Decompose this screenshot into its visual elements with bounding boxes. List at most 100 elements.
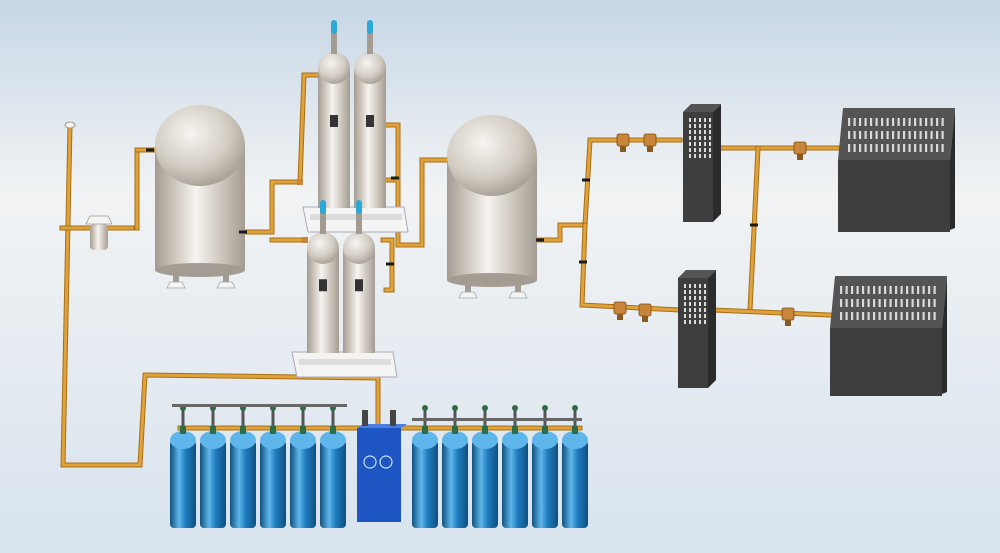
product-buffer-tank-leg-1 xyxy=(515,280,521,294)
booster-unit-lower-vent xyxy=(704,296,706,300)
control-cabinet-upper-vent xyxy=(925,131,928,139)
control-cabinet-lower-vent xyxy=(928,286,931,294)
control-cabinet-lower-vent xyxy=(856,286,859,294)
product-buffer-tank-foot-0 xyxy=(458,291,478,299)
gas-cylinder-left-3-body xyxy=(230,440,256,528)
booster-unit-upper-vent xyxy=(689,142,691,146)
control-cabinet-lower-vent xyxy=(911,286,914,294)
product-buffer-tank-foot-1 xyxy=(508,291,528,299)
air-receiver-tank-dome xyxy=(155,105,245,186)
control-cabinet-lower-vent xyxy=(917,299,920,307)
control-cabinet-upper-vent xyxy=(897,118,900,126)
booster-unit-upper-side xyxy=(713,104,721,222)
control-cabinet-upper-vent xyxy=(892,144,895,152)
control-cabinet-lower-vent xyxy=(873,312,876,320)
control-cabinet-upper-vent xyxy=(875,131,878,139)
control-cabinet-upper-vent xyxy=(848,131,851,139)
booster-unit-lower-vent xyxy=(694,290,696,294)
gas-cylinder-left-1-pigtail xyxy=(181,410,185,426)
booster-unit-lower xyxy=(678,270,716,388)
control-cabinet-lower-vent xyxy=(867,286,870,294)
control-cabinet-upper-vent xyxy=(853,131,856,139)
control-cabinet-lower-vent xyxy=(867,299,870,307)
control-cabinet-lower-vent xyxy=(878,286,881,294)
adsorption-dryer-lower-nozzle-0 xyxy=(320,200,326,214)
booster-unit-lower-vent xyxy=(694,302,696,306)
valve-fitting-1 xyxy=(643,133,657,147)
adsorption-dryer-lower-nozzle-1 xyxy=(356,200,362,214)
adsorption-dryer-upper-tower-0 xyxy=(318,68,350,208)
control-cabinet-lower-vent xyxy=(873,286,876,294)
gas-cylinder-right-4-body xyxy=(502,440,528,528)
adsorption-dryer-lower-base-slat xyxy=(299,359,391,365)
gas-cylinder-right-3-shoulder xyxy=(472,431,498,449)
booster-unit-upper-vent xyxy=(689,148,691,152)
valve-fitting-2 xyxy=(793,141,807,155)
control-cabinet-upper-vent xyxy=(930,131,933,139)
booster-unit-upper-vent xyxy=(704,130,706,134)
adsorption-dryer-upper-nozzle-0 xyxy=(331,20,337,34)
tee-fitting-1 xyxy=(302,237,308,243)
booster-unit-upper-vent xyxy=(694,136,696,140)
gas-cylinder-left-5 xyxy=(290,405,316,528)
booster-unit-upper-vent xyxy=(704,118,706,122)
control-cabinet-lower-vent xyxy=(889,286,892,294)
product-buffer-tank-leg-0 xyxy=(465,280,471,294)
booster-unit-lower-vent xyxy=(699,302,701,306)
gas-cylinder-right-1-body xyxy=(412,440,438,528)
booster-unit-upper-vent xyxy=(699,136,701,140)
control-cabinet-lower-vent xyxy=(878,299,881,307)
control-cabinet-lower-vent xyxy=(862,286,865,294)
gas-cylinder-left-6-valve xyxy=(330,426,336,434)
valve-fitting-5 xyxy=(781,307,795,321)
control-cabinet-upper-vent xyxy=(875,118,878,126)
gas-cylinder-left-2-pigtail xyxy=(211,410,215,426)
booster-unit-upper-vent xyxy=(704,154,706,158)
adsorption-dryer-lower-tower-0 xyxy=(307,248,339,353)
regulator-right xyxy=(390,410,396,426)
control-cabinet-lower-vent xyxy=(906,286,909,294)
air-receiver-tank-leg-1 xyxy=(223,270,229,284)
gas-cylinder-left-1-valve xyxy=(180,426,186,434)
control-cabinet-lower-vent xyxy=(851,286,854,294)
fittings-layer xyxy=(64,121,807,326)
air-receiver-tank-leg-0 xyxy=(173,270,179,284)
adsorption-dryer-lower-tower-cap-1 xyxy=(343,232,375,264)
booster-unit-upper-vent xyxy=(699,118,701,122)
booster-unit-lower-vent xyxy=(684,314,686,318)
booster-unit-upper-vent xyxy=(694,154,696,158)
control-cabinet-upper-vent xyxy=(941,118,944,126)
gas-cylinder-right-3 xyxy=(472,405,498,528)
control-cabinet-lower-vent xyxy=(856,312,859,320)
control-cabinet-upper-vent xyxy=(864,131,867,139)
gas-cylinder-left-6-body xyxy=(320,440,346,528)
booster-unit-upper-vent xyxy=(709,136,711,140)
booster-unit-lower-vent xyxy=(699,320,701,324)
control-cabinet-lower-vent xyxy=(862,312,865,320)
booster-unit-upper-vent xyxy=(709,154,711,158)
control-cabinet-lower-vent xyxy=(873,299,876,307)
gas-cylinder-right-3-handwheel xyxy=(482,405,488,411)
adsorption-dryer-upper-tower-cap-0 xyxy=(318,52,350,84)
adsorption-dryer-lower-gauge-1 xyxy=(355,279,363,292)
control-cabinet-lower-vent xyxy=(911,299,914,307)
booster-unit-lower-vent xyxy=(699,296,701,300)
control-cabinet-upper-vent xyxy=(930,144,933,152)
booster-unit-lower-vent xyxy=(689,314,691,318)
control-cabinet-lower-vent xyxy=(922,312,925,320)
booster-unit-upper-vent xyxy=(699,154,701,158)
booster-unit-upper-vent xyxy=(694,148,696,152)
control-cabinet-lower-vent xyxy=(867,312,870,320)
booster-unit-lower-vent xyxy=(699,284,701,288)
gas-cylinder-right-3-valve xyxy=(482,426,488,434)
booster-unit-lower-vent xyxy=(684,308,686,312)
flange-5 xyxy=(146,148,154,152)
control-cabinet-lower-vent xyxy=(933,286,936,294)
adsorption-dryer-upper-tower-1 xyxy=(354,68,386,208)
valve-fitting-3 xyxy=(613,301,627,315)
control-cabinet-lower-vent xyxy=(845,299,848,307)
flange-3 xyxy=(391,176,399,180)
product-buffer-tank-dome xyxy=(447,115,537,196)
booster-unit-upper-vent xyxy=(704,142,706,146)
flange-0 xyxy=(582,178,590,182)
